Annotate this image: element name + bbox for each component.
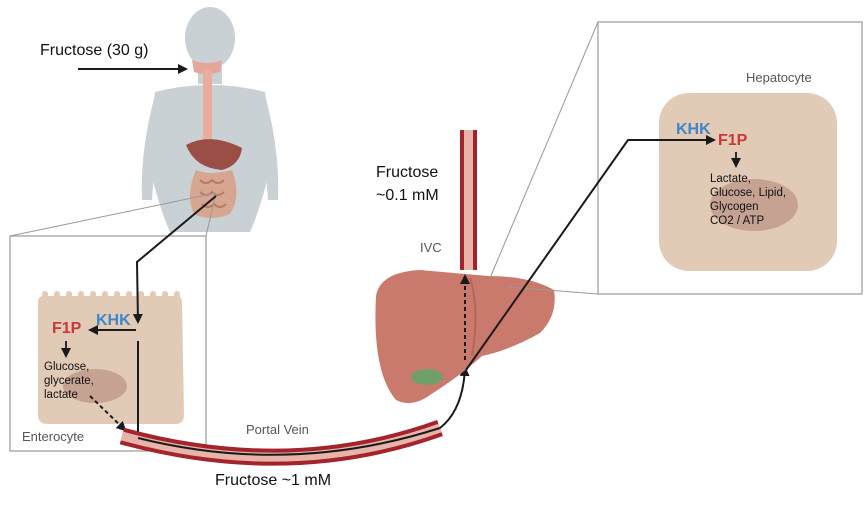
f1p-gut-label: F1P — [52, 320, 82, 337]
hepatocyte-label: Hepatocyte — [746, 70, 812, 85]
liver-product-1: Lactate, — [710, 173, 751, 185]
gut-product-2: glycerate, — [44, 375, 94, 387]
portal-flow-arrow — [137, 366, 470, 456]
hepatocyte-zoom-box — [597, 21, 863, 295]
ivc-concentration-label: ~0.1 mM — [376, 187, 439, 204]
mouth-icon — [192, 60, 222, 74]
fructose-dose-label: Fructose (30 g) — [40, 42, 148, 59]
liver-product-2: Glucose, Lipid, — [710, 187, 786, 199]
gut-to-enterocyte-arrow — [132, 195, 217, 324]
microvilli — [42, 291, 180, 299]
enterocyte-zoom-box — [9, 235, 207, 452]
khk-liver-label: KHK — [676, 121, 711, 138]
human-body-illustration — [141, 7, 279, 232]
khk-gut-label: KHK — [96, 312, 131, 329]
esophagus-icon — [203, 70, 212, 150]
gut-product-1: Glucose, — [44, 361, 89, 373]
enterocyte-label: Enterocyte — [22, 429, 84, 444]
portal-concentration-label: Fructose ~1 mM — [215, 472, 331, 489]
liver-product-3: Glycogen — [710, 201, 759, 213]
liver-product-4: CO2 / ATP — [710, 215, 764, 227]
hepatocyte-nucleus — [710, 179, 798, 231]
liver-uptake-arrow — [465, 135, 716, 371]
gut-product-release-arrow — [89, 395, 127, 432]
gut-product-3: lactate — [44, 389, 78, 401]
portal-vein-label: Portal Vein — [246, 422, 309, 437]
ivc-label: IVC — [420, 240, 442, 255]
ivc-fructose-label: Fructose — [376, 164, 438, 181]
enterocyte-nucleus — [63, 369, 127, 403]
gallbladder-icon — [411, 369, 443, 385]
stomach-liver-icon — [186, 139, 242, 170]
f1p-liver-label: F1P — [718, 132, 748, 149]
